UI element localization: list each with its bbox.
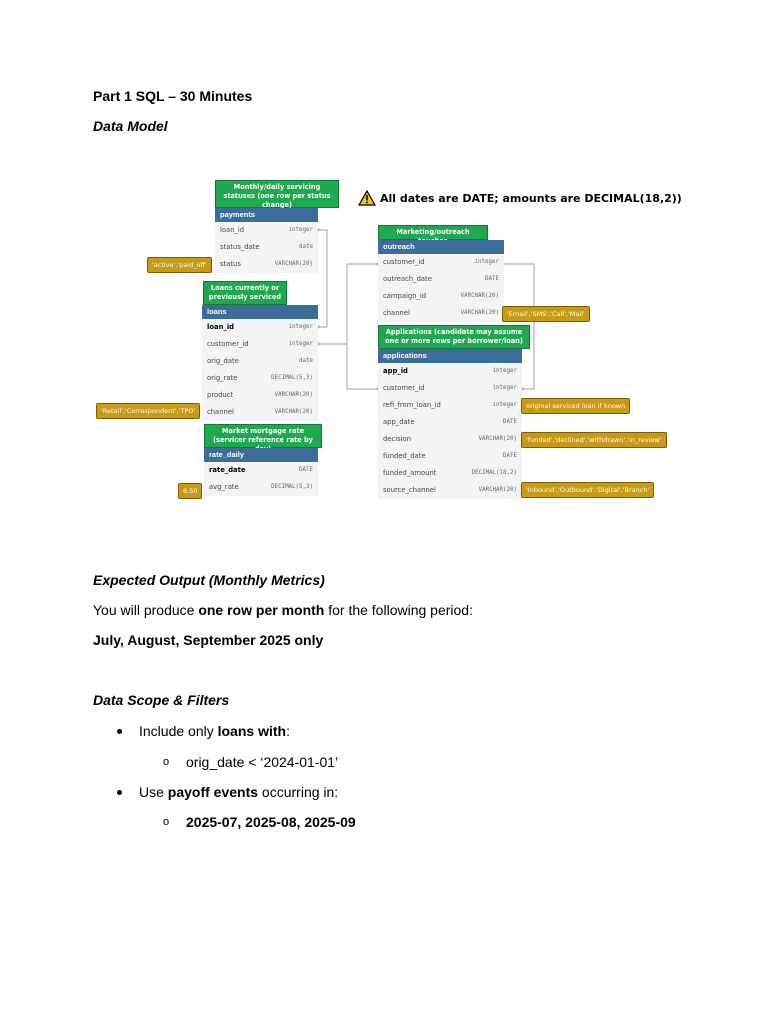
- bullet-loans: Include only loans with:: [139, 723, 290, 739]
- part-title: Part 1 SQL – 30 Minutes: [93, 88, 253, 104]
- expected-output-heading: Expected Output (Monthly Metrics): [93, 572, 325, 588]
- tag-outreach-channel-values: 'Email','SMS','Call','Mail': [502, 306, 590, 322]
- tag-status-values: 'active','paid_off': [147, 257, 212, 273]
- sub-bullet-marker: o: [163, 816, 170, 828]
- link-loans-applications: [346, 344, 378, 390]
- note-rate-daily: Market mortgage rate (servicer reference…: [204, 424, 322, 453]
- bullet-payoff: Use payoff events occurring in:: [139, 784, 339, 800]
- period-text: July, August, September 2025 only: [93, 632, 324, 648]
- data-model-diagram: All dates are DATE; amounts are DECIMAL(…: [94, 178, 694, 500]
- warning-text: All dates are DATE; amounts are DECIMAL(…: [380, 191, 682, 205]
- scope-heading: Data Scope & Filters: [93, 692, 230, 708]
- table-header: payments: [215, 208, 318, 222]
- sub-orig-date: orig_date < ‘2024-01-01’: [186, 754, 339, 770]
- sub-bullet-marker: o: [163, 756, 170, 768]
- warning-icon: [358, 190, 376, 206]
- note-loans: Loans currently or previously serviced: [203, 281, 287, 305]
- table-header: rate_daily: [204, 448, 318, 462]
- tag-refi-note: original serviced loan if known: [521, 398, 631, 414]
- note-outreach: Marketing/outreach touches: [378, 225, 488, 245]
- bullet-marker: [117, 729, 122, 734]
- sub-payoff-months: 2025-07, 2025-08, 2025-09: [186, 814, 356, 830]
- bullet-marker: [117, 790, 122, 795]
- data-model-heading: Data Model: [93, 118, 168, 134]
- produce-line: You will produce one row per month for t…: [93, 602, 473, 618]
- table-header: outreach: [378, 240, 504, 254]
- link-loans-outreach: [318, 263, 378, 345]
- table-header: applications: [378, 349, 522, 363]
- date-warning: All dates are DATE; amounts are DECIMAL(…: [358, 190, 682, 206]
- tag-decision-values: 'funded','declined','withdrawn','in_revi…: [521, 432, 667, 448]
- link-payments-loans: [318, 229, 328, 328]
- tag-channel-values: 'Retail','Correspondent','TPO': [96, 403, 201, 419]
- note-payments: Monthly/daily servicing statuses (one ro…: [215, 180, 339, 209]
- table-header: loans: [202, 305, 318, 319]
- link-outreach-applications: [504, 263, 535, 390]
- tag-avg-rate-value: 6.50: [178, 483, 203, 499]
- note-applications: Applications (candidate may assume one o…: [378, 325, 530, 349]
- tag-source-channel-values: 'Inbound','Outbound','Digital','Branch': [521, 482, 655, 498]
